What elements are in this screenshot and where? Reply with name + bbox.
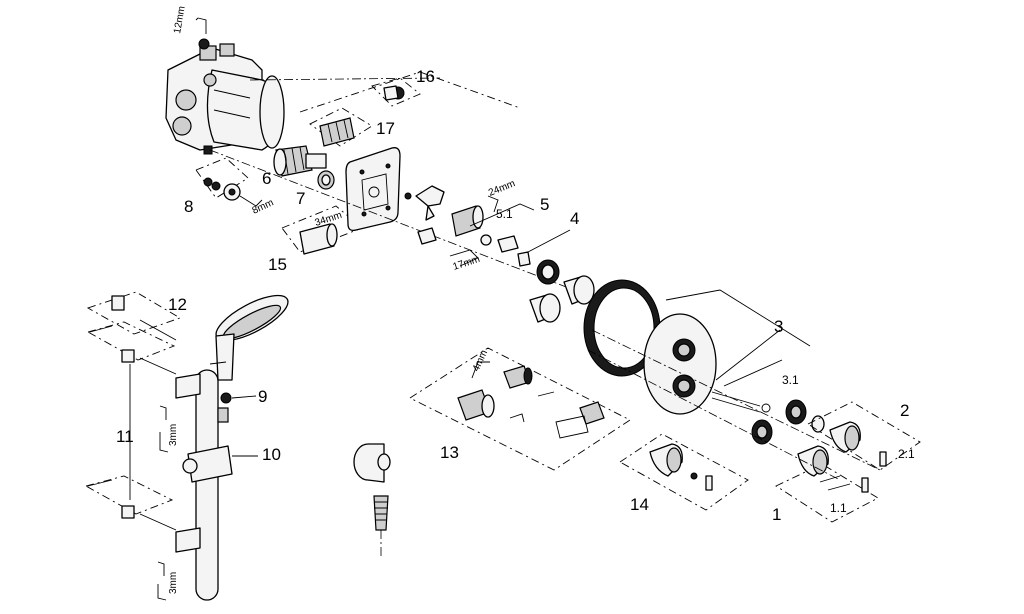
callout-13: 13 [440, 443, 459, 462]
hex-key-12mm: 12mm [172, 5, 207, 35]
plug-bottom [203, 145, 213, 155]
part-14-handle-set: 14 [619, 433, 749, 514]
hand-shower [209, 294, 289, 381]
part-2-handle: 2 2.1 [807, 401, 921, 471]
mounting-plate [345, 147, 401, 232]
callout-8: 8 [184, 197, 193, 216]
dim-24mm: 24mm [487, 178, 517, 199]
callout-17: 17 [376, 119, 395, 138]
callout-16: 16 [416, 67, 435, 86]
part-17-cartridge: 17 [309, 107, 395, 147]
escutcheon-plate [643, 313, 717, 415]
part-13-cartridge-set: 4mm 13 [409, 347, 631, 471]
callout-6: 6 [262, 169, 271, 188]
callout-12: 12 [168, 295, 187, 314]
dim-8mm: 8mm [251, 197, 276, 216]
callout-10: 10 [262, 445, 281, 464]
wall-outlet [353, 443, 391, 556]
part-7-ring: 7 [296, 170, 335, 208]
part-11-wall-brackets: 3mm 3mm 11 [84, 321, 179, 601]
escutcheon-ring [583, 279, 661, 377]
plug-top [198, 38, 210, 50]
part-10-slider: 10 [182, 445, 281, 483]
callout-2: 2 [900, 401, 909, 420]
concealed-body [165, 43, 285, 151]
callout-3: 3 [774, 317, 783, 336]
part-6-cartridge: 6 [262, 145, 327, 188]
dim-4mm: 4mm [471, 348, 490, 373]
dim-17mm: 17mm [452, 254, 482, 273]
callout-4: 4 [570, 209, 579, 228]
sleeves [529, 275, 595, 323]
callout-9: 9 [258, 387, 267, 406]
callout-1: 1 [772, 505, 781, 524]
callout-15: 15 [268, 255, 287, 274]
part-16-seat: 16 [371, 67, 435, 107]
callout-3-1: 3.1 [782, 373, 799, 387]
part-12-cap-set: 12 [86, 291, 187, 341]
dim-3mm-bottom: 3mm [168, 572, 179, 594]
part-3-trim-set: 3 3.1 [665, 289, 811, 413]
callout-7: 7 [296, 189, 305, 208]
callout-14: 14 [630, 495, 649, 514]
part-4-adapter: 4 [517, 209, 579, 285]
callout-2-1: 2.1 [898, 447, 915, 461]
dim-12mm: 12mm [172, 5, 188, 34]
callout-5: 5 [540, 195, 549, 214]
dim-3mm-top: 3mm [168, 424, 179, 446]
part-15-extension: 15 34mm [268, 205, 363, 274]
part-1-handle: 1 1.1 [772, 445, 879, 524]
shower-rail [175, 369, 219, 601]
callout-1-1: 1.1 [830, 501, 847, 515]
callout-5-1: 5.1 [496, 207, 513, 221]
callout-11: 11 [116, 427, 134, 446]
part-9-washer: 9 [217, 387, 267, 423]
